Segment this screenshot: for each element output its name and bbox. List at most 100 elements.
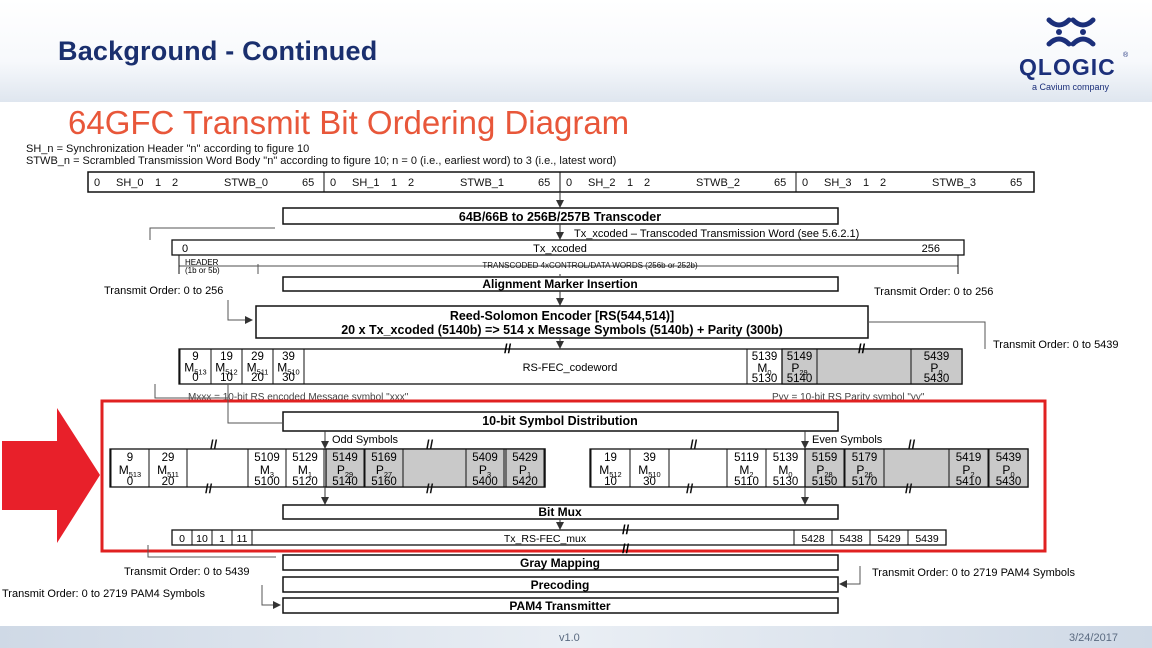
cell-bottom-bit: 10 bbox=[220, 372, 233, 384]
mux-left-cell: 11 bbox=[237, 533, 248, 545]
mux-right-cell: 5428 bbox=[801, 533, 825, 545]
top-row-field: SH_1 bbox=[352, 177, 380, 189]
odd-break-2: // bbox=[205, 481, 213, 496]
xcoded-start: 0 bbox=[182, 243, 188, 255]
transmit-order-pam4-right: Transmit Order: 0 to 2719 PAM4 Symbols bbox=[872, 567, 1075, 579]
top-row-field: STWB_3 bbox=[932, 177, 976, 189]
mux-left-cell-box bbox=[231, 529, 253, 546]
mux-left-cell: 1 bbox=[219, 533, 225, 545]
cell-bottom-bit: 5140 bbox=[787, 373, 813, 385]
top-row-field: SH_0 bbox=[116, 177, 144, 189]
cell-top-bit: 5439 bbox=[996, 452, 1022, 464]
date-label: 3/24/2017 bbox=[1069, 632, 1118, 644]
cell-bottom-bit: 5170 bbox=[852, 476, 878, 488]
transmit-order-codeword: Transmit Order: 0 to 5439 bbox=[993, 339, 1119, 351]
cell-top-bit: 5439 bbox=[924, 351, 950, 363]
top-row-field: 65 bbox=[1010, 177, 1022, 189]
cell-top-bit: 39 bbox=[643, 452, 656, 464]
alignment-label: Alignment Marker Insertion bbox=[482, 277, 637, 291]
transcoder-label: 64B/66B to 256B/257B Transcoder bbox=[459, 210, 661, 224]
xcoded-label: Tx_xcoded bbox=[533, 243, 587, 255]
top-row-field: 1 bbox=[155, 177, 161, 189]
diagram-title: 64GFC Transmit Bit Ordering Diagram bbox=[68, 104, 629, 141]
top-row-field: 1 bbox=[627, 177, 633, 189]
legend-sh: SH_n = Synchronization Header "n" accord… bbox=[26, 143, 309, 155]
pam4-label: PAM4 Transmitter bbox=[509, 599, 610, 613]
cell-top-bit: 5109 bbox=[254, 452, 280, 464]
top-row-field: 2 bbox=[172, 177, 178, 189]
even-break-2: // bbox=[686, 481, 694, 496]
xcoded-header-size: (1b or 5b) bbox=[185, 266, 220, 275]
cell-bottom-bit: 30 bbox=[643, 476, 656, 488]
top-row-field: STWB_2 bbox=[696, 177, 740, 189]
transmit-order-right-1: Transmit Order: 0 to 256 bbox=[874, 286, 993, 298]
cell-bottom-bit: 20 bbox=[162, 476, 175, 488]
cell-top-bit: 9 bbox=[192, 351, 198, 363]
mux-left-cell: 0 bbox=[179, 533, 185, 545]
cell-top-bit: 19 bbox=[220, 351, 233, 363]
cell-bottom-bit: 5110 bbox=[734, 476, 759, 488]
version-label: v1.0 bbox=[559, 632, 580, 644]
transcoder-block: 64B/66B to 256B/257B Transcoder bbox=[282, 207, 839, 225]
cell-top-bit: 29 bbox=[162, 452, 175, 464]
highlight-frame bbox=[100, 399, 1047, 553]
qlogic-mark-icon bbox=[1046, 17, 1096, 47]
parity-symbol-note: Pyy = 10-bit RS Parity symbol "yy" bbox=[772, 392, 925, 403]
cell-top-bit: 5139 bbox=[773, 452, 799, 464]
qlogic-logo: QLOGIC ® a Cavium company bbox=[1005, 14, 1137, 96]
even-break-3: // bbox=[908, 437, 916, 452]
logo-wordmark: QLOGIC bbox=[1019, 54, 1116, 80]
pam4-block: PAM4 Transmitter bbox=[282, 597, 839, 614]
rs-encoder-line2: 20 x Tx_xcoded (5140b) => 514 x Message … bbox=[341, 323, 783, 337]
cell-top-bit: 5139 bbox=[752, 351, 778, 363]
even-symbols-label: Even Symbols bbox=[812, 434, 883, 446]
even-symbol-row: 19M5121039M510305119M251105139M051305159… bbox=[589, 448, 1029, 488]
bitmux-label: Bit Mux bbox=[538, 505, 582, 519]
cell-bottom-bit: 5400 bbox=[472, 476, 498, 488]
cell-top-bit: 29 bbox=[251, 351, 264, 363]
slide-footer bbox=[0, 626, 1152, 648]
transmit-order-pam4-left: Transmit Order: 0 to 2719 PAM4 Symbols bbox=[2, 588, 205, 600]
transmit-order-left-1: Transmit Order: 0 to 256 bbox=[104, 285, 223, 297]
even-break-4: // bbox=[905, 481, 913, 496]
xcoded-end: 256 bbox=[922, 243, 940, 255]
cell-top-bit: 5129 bbox=[292, 452, 318, 464]
mux-right-cell: 5439 bbox=[915, 533, 939, 545]
alignment-block: Alignment Marker Insertion bbox=[282, 276, 839, 292]
odd-break-3: // bbox=[426, 437, 434, 452]
slide-title: Background - Continued bbox=[58, 36, 378, 66]
top-row-field: 2 bbox=[408, 177, 414, 189]
codeword-break-right: // bbox=[858, 341, 866, 356]
cell-bottom-bit: 30 bbox=[282, 372, 295, 384]
rs-encoder-line1: Reed-Solomon Encoder [RS(544,514)] bbox=[450, 309, 674, 323]
tx-xcoded-desc: Tx_xcoded – Transcoded Transmission Word… bbox=[574, 228, 859, 240]
cell-bottom-bit: 5140 bbox=[332, 476, 358, 488]
precoding-block: Precoding bbox=[282, 576, 839, 593]
cell-top-bit: 9 bbox=[127, 452, 133, 464]
cell-top-bit: 5169 bbox=[371, 452, 397, 464]
odd-symbol-row: 9M513029M511205109M351005129M151205149P2… bbox=[109, 448, 546, 488]
logo-registered-mark: ® bbox=[1123, 52, 1129, 59]
odd-break-4: // bbox=[426, 481, 434, 496]
cell-bottom-bit: 5430 bbox=[924, 373, 950, 385]
cell-top-bit: 5159 bbox=[812, 452, 838, 464]
cell-bottom-bit: 0 bbox=[127, 476, 133, 488]
cell-bottom-bit: 5130 bbox=[752, 373, 778, 385]
cell-bottom-bit: 5410 bbox=[956, 476, 982, 488]
top-row-field: 1 bbox=[863, 177, 869, 189]
cell-top-bit: 5429 bbox=[512, 452, 538, 464]
odd-symbols-label: Odd Symbols bbox=[332, 434, 399, 446]
mux-break-top: // bbox=[622, 522, 630, 537]
cell-top-bit: 19 bbox=[604, 452, 617, 464]
cell-bottom-bit: 10 bbox=[604, 476, 617, 488]
highlight-arrow-icon bbox=[2, 408, 100, 543]
